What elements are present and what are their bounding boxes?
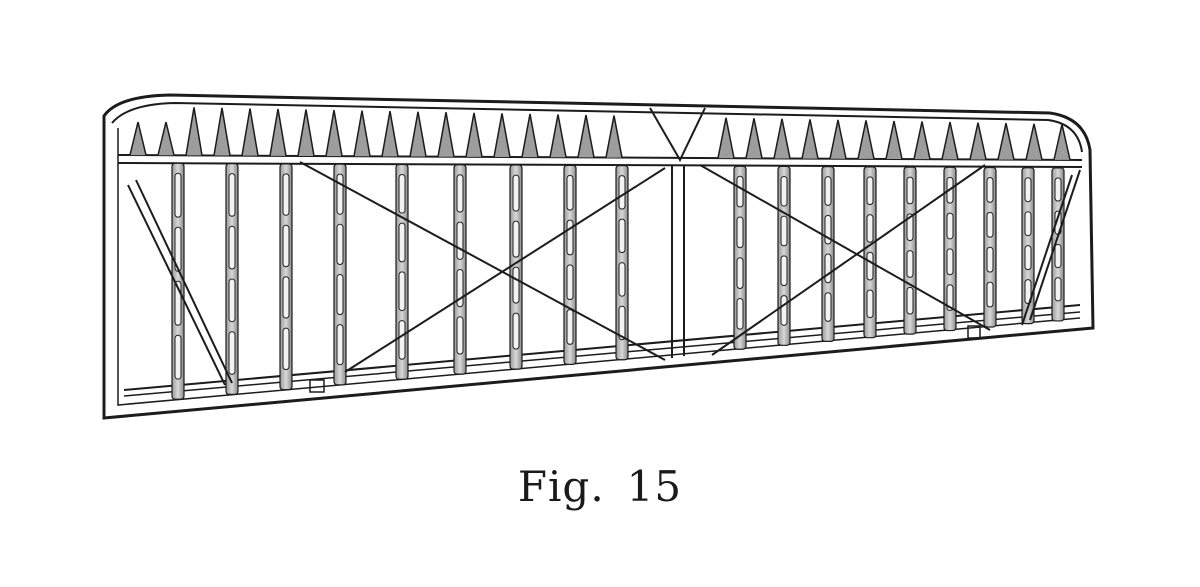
- nose-rib: [857, 120, 875, 160]
- rear-spar: [123, 304, 1081, 397]
- wing-rib: [279, 163, 293, 391]
- nose-rib: [941, 121, 959, 160]
- nose-rib: [605, 115, 623, 158]
- wing-rib: [395, 163, 409, 380]
- main-ribs: [171, 162, 1065, 400]
- nose-rib: [1025, 123, 1043, 160]
- nose-rib: [829, 119, 847, 159]
- nose-rib: [913, 121, 931, 160]
- nose-rib: [717, 117, 735, 159]
- nose-rib: [157, 121, 175, 156]
- nose-rib: [885, 120, 903, 160]
- nose-rib: [493, 113, 511, 158]
- wing-rib: [863, 166, 877, 339]
- nose-rib: [409, 111, 427, 157]
- nose-rib: [269, 108, 287, 156]
- nose-rib: [437, 112, 455, 157]
- nose-rib: [241, 108, 259, 156]
- nose-rib: [325, 109, 343, 157]
- nose-rib: [1053, 124, 1071, 161]
- nose-rib: [465, 112, 483, 157]
- wing-rib: [509, 164, 523, 370]
- nose-rib: [997, 123, 1015, 160]
- wing-rib: [983, 166, 997, 328]
- root-fittings: [309, 325, 981, 393]
- leading-edge-strip: [111, 101, 1083, 153]
- nose-rib: [129, 121, 147, 156]
- wing-rib: [453, 164, 467, 375]
- center-compression-rib: [649, 107, 706, 358]
- wing-rib: [1051, 167, 1065, 322]
- wing-outline: [102, 93, 1095, 420]
- nose-ribs: [129, 107, 1071, 161]
- wing-rib: [225, 162, 239, 395]
- nose-rib: [213, 107, 231, 156]
- nose-rib: [297, 109, 315, 157]
- wing-rib: [903, 166, 917, 335]
- caption-label: Fig.: [517, 462, 605, 511]
- nose-rib: [549, 114, 567, 158]
- trailing-edge-inner: [117, 128, 1081, 406]
- wing-rib: [1021, 167, 1035, 325]
- nose-rib: [969, 122, 987, 160]
- wing-rib: [333, 163, 347, 386]
- wing-rib: [943, 166, 957, 332]
- nose-rib: [185, 107, 203, 156]
- nose-rib: [577, 114, 595, 158]
- nose-rib: [745, 118, 763, 159]
- nose-rib: [521, 113, 539, 158]
- front-spar: [117, 154, 1083, 168]
- nose-rib: [801, 119, 819, 159]
- drag-bracing-wires: [127, 161, 1081, 386]
- wing-rib: [733, 165, 747, 350]
- wing-rib: [821, 166, 835, 343]
- nose-rib: [773, 118, 791, 159]
- wing-rib: [777, 165, 791, 346]
- caption-number: 15: [626, 462, 683, 511]
- wing-rib: [615, 165, 629, 361]
- wing-rib: [563, 164, 577, 365]
- nose-rib: [353, 110, 371, 157]
- figure-caption: Fig. 15: [0, 462, 1200, 511]
- nose-rib: [381, 111, 399, 157]
